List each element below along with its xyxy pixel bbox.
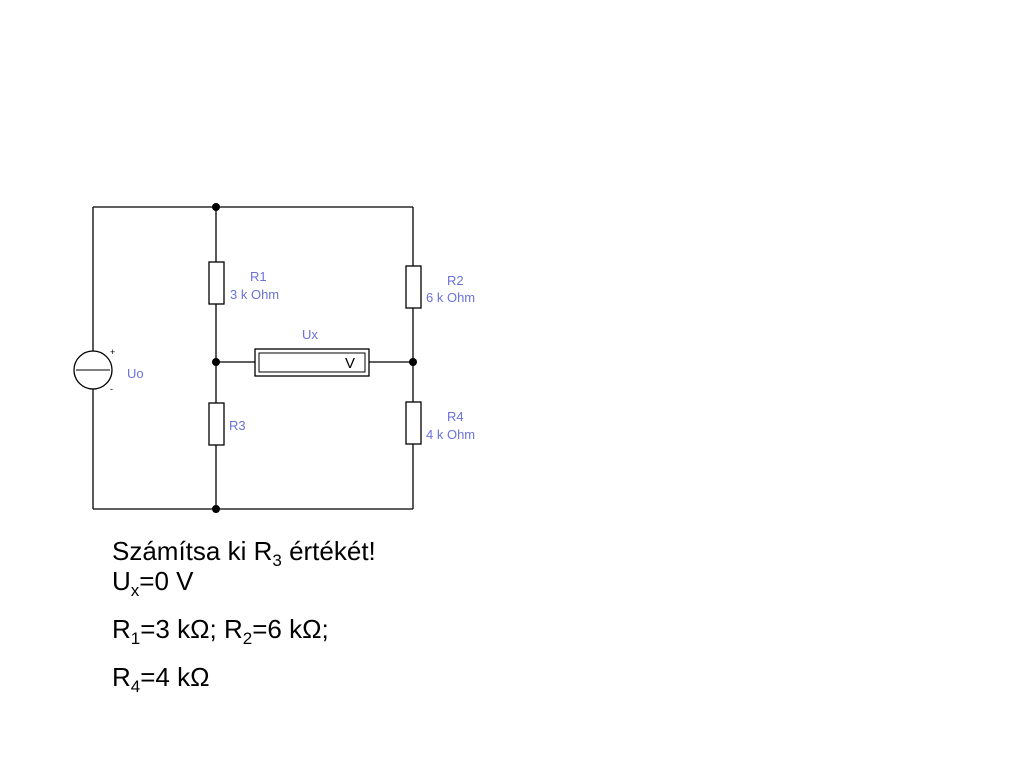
task-line-4-text-end: =4 kΩ <box>140 662 210 692</box>
task-line-2-text-end: =0 V <box>139 566 194 596</box>
task-line-1-text: Számítsa ki R <box>112 536 273 566</box>
junctions <box>212 203 417 513</box>
task-text: Számítsa ki R3 értékét! Ux=0 V R1=3 kΩ; … <box>112 536 376 695</box>
resistor-r2 <box>405 265 422 309</box>
voltmeter-ux: V <box>254 348 370 377</box>
r1-name-label: R1 <box>250 269 267 284</box>
task-line-3-subscript-1: 1 <box>130 629 141 648</box>
voltage-source-uo: + - <box>73 347 115 394</box>
junction-top <box>212 203 220 211</box>
resistor-r4 <box>405 401 422 445</box>
resistor-r3 <box>208 402 225 446</box>
resistor-r1 <box>208 261 225 305</box>
task-line-2-subscript: x <box>130 581 140 600</box>
r2-name-label: R2 <box>447 273 464 288</box>
junction-bottom <box>212 505 220 513</box>
r4-name-label: R4 <box>447 409 464 424</box>
source-plus-sign: + <box>110 347 115 357</box>
task-line-3-text-mid: =3 kΩ; R <box>140 614 243 644</box>
task-line-4: R4=4 kΩ <box>112 662 376 695</box>
voltmeter-symbol: V <box>345 355 355 372</box>
source-minus-sign: - <box>110 384 113 394</box>
r2-value-label: 6 k Ohm <box>426 290 475 305</box>
r1-value-label: 3 k Ohm <box>230 287 279 302</box>
r3-name-label: R3 <box>229 418 246 433</box>
task-line-1-text-end: értékét! <box>281 536 376 566</box>
r4-value-label: 4 k Ohm <box>426 427 475 442</box>
ux-name-label: Ux <box>302 327 318 342</box>
task-line-3: R1=3 kΩ; R2=6 kΩ; <box>112 614 376 647</box>
task-line-2: Ux=0 V <box>112 566 376 599</box>
task-line-4-text: R <box>112 662 131 692</box>
task-line-3-text: R <box>112 614 131 644</box>
task-line-4-subscript: 4 <box>130 677 141 696</box>
wires <box>92 206 414 510</box>
task-line-3-text-end: =6 kΩ; <box>252 614 329 644</box>
junction-left-mid <box>212 358 220 366</box>
task-line-1-subscript: 3 <box>272 551 282 570</box>
task-line-2-text: U <box>112 566 131 596</box>
uo-name-label: Uo <box>127 366 144 381</box>
task-line-1: Számítsa ki R3 értékét! <box>112 536 376 569</box>
junction-right-mid <box>409 358 417 366</box>
task-line-3-subscript-2: 2 <box>242 629 253 648</box>
